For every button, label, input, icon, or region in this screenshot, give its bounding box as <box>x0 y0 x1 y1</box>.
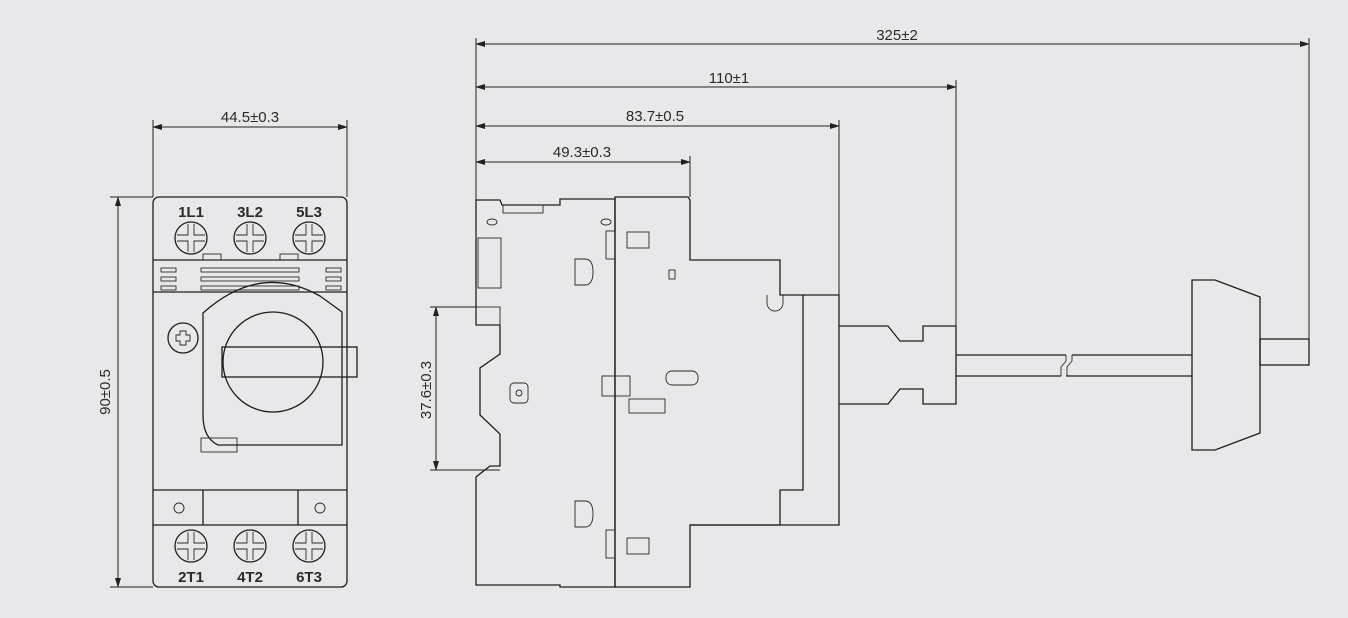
terminal-label-2t1: 2T1 <box>178 569 204 586</box>
dim-adapter-label: 110±1 <box>709 70 750 87</box>
side-body-left <box>475 198 616 588</box>
side-view <box>475 196 1310 588</box>
front-view: 1L1 3L2 5L3 2T1 4T2 6T3 <box>152 196 358 588</box>
dim-width-label: 44.5±0.3 <box>221 109 279 126</box>
clip-upper <box>574 258 594 286</box>
knob-circle <box>222 311 324 413</box>
break-mark <box>1060 355 1073 376</box>
knob-handle-bar <box>221 346 358 378</box>
extension-shaft <box>956 354 1192 377</box>
terminal-label-1l1: 1L1 <box>178 204 204 221</box>
front-body-outline <box>152 196 348 588</box>
terminal-label-6t3: 6T3 <box>296 569 322 586</box>
adjust-screw-icon <box>167 322 199 354</box>
clip-lower <box>574 500 594 528</box>
terminal-label-5l3: 5L3 <box>296 204 322 221</box>
dim-handle-label: 83.7±0.5 <box>626 108 684 125</box>
dim-height-label: 90±0.5 <box>97 369 114 415</box>
bottom-terminal-screws <box>174 529 326 563</box>
side-body-right <box>614 196 804 588</box>
rotary-knob-outline <box>202 281 343 446</box>
top-terminal-screws <box>174 221 326 255</box>
dim-rail-label: 37.6±0.3 <box>418 361 435 419</box>
lock-tab <box>200 437 238 453</box>
dimension-lines <box>110 38 1310 588</box>
shaft-adapter <box>839 325 957 405</box>
handle-stub <box>1259 338 1310 366</box>
door-handle-knob <box>1191 279 1261 451</box>
terminal-label-3l2: 3L2 <box>237 204 263 221</box>
terminal-label-4t2: 4T2 <box>237 569 263 586</box>
dim-total-length-label: 325±2 <box>876 27 918 44</box>
dim-depth-label: 49.3±0.3 <box>553 144 611 161</box>
